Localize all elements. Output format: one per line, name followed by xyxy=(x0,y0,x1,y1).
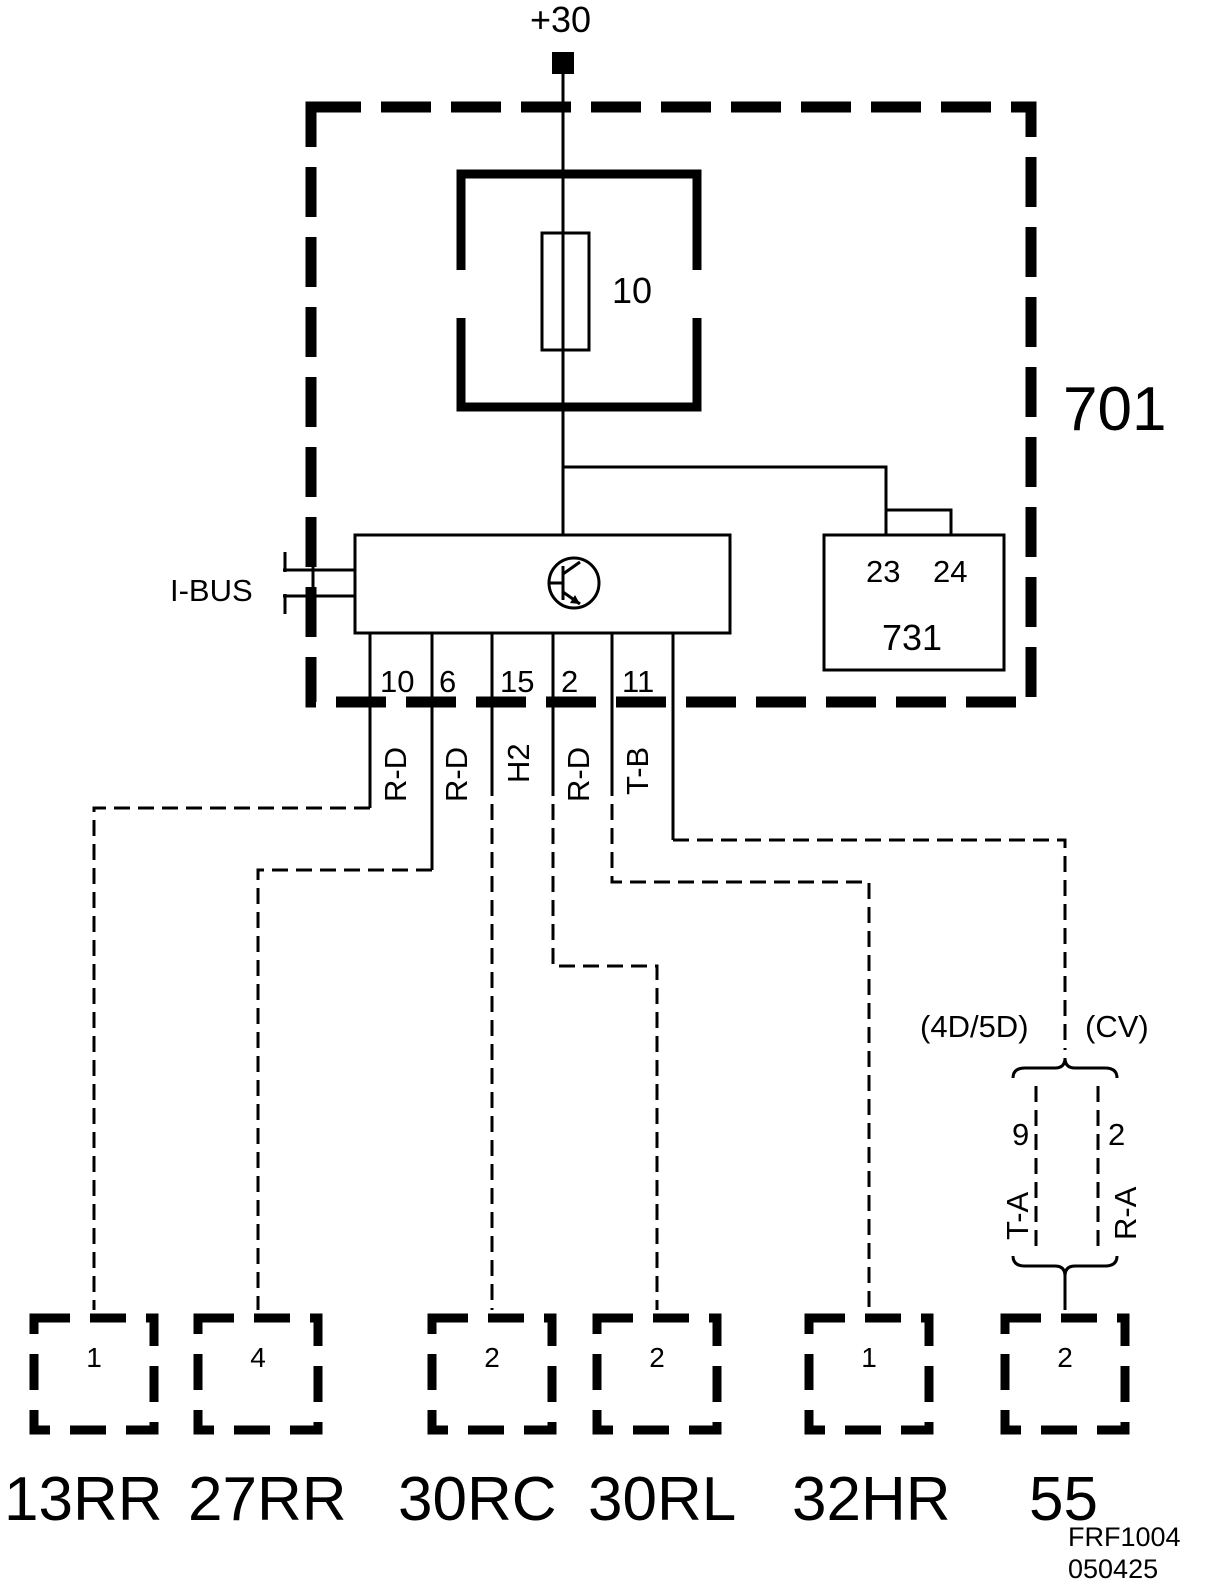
wire-to-32HR xyxy=(610,780,871,1310)
connector-32HR: 1 32HR xyxy=(792,1313,951,1534)
connector-name: 30RC xyxy=(398,1465,557,1534)
supply-label: +30 xyxy=(530,0,591,40)
module-pin-6: 6 xyxy=(439,664,456,699)
variant-wire-T-A: T-A xyxy=(1000,1191,1035,1240)
fuse-holder-bottom xyxy=(456,318,702,412)
supply-terminal xyxy=(552,52,574,74)
fuse-value: 10 xyxy=(612,270,652,311)
connector-pin: 2 xyxy=(1057,1342,1073,1373)
transistor-icon xyxy=(547,556,601,610)
branch-bridge-24 xyxy=(886,508,953,535)
branch-wire-731 xyxy=(563,465,888,535)
wire-to-27RR xyxy=(256,868,432,1310)
variant-pin-2: 2 xyxy=(1108,1117,1125,1152)
connector-13RR: 1 13RR xyxy=(4,1313,163,1534)
module-pin-11: 11 xyxy=(622,664,654,699)
module-label: 701 xyxy=(1063,375,1166,444)
reference-date: 050425 xyxy=(1068,1554,1158,1584)
module-pin-15: 15 xyxy=(500,664,534,699)
module-pin-10: 10 xyxy=(380,664,414,699)
wire-to-13RR xyxy=(92,806,370,1310)
variant-wire-R-A: R-A xyxy=(1108,1186,1143,1240)
connector-pin: 2 xyxy=(649,1342,665,1373)
pin-stubs xyxy=(368,633,675,870)
wire-color-pin11: T-B xyxy=(620,747,655,795)
connector-30RL: 2 30RL xyxy=(588,1313,736,1534)
connector-27RR: 4 27RR xyxy=(188,1313,347,1534)
connector-pin: 2 xyxy=(484,1342,500,1373)
fuse-symbol xyxy=(540,231,591,352)
control-unit xyxy=(353,533,732,635)
connector-name: 30RL xyxy=(588,1465,736,1534)
variant-brace-top xyxy=(1011,1057,1119,1079)
connector-pin: 1 xyxy=(861,1342,877,1373)
variant-label-right: (CV) xyxy=(1085,1009,1149,1044)
wire-to-30RL xyxy=(551,780,659,1310)
wire-to-55 xyxy=(673,838,1067,1050)
fuse-holder-top xyxy=(456,169,702,270)
variant-pin-9: 9 xyxy=(1012,1117,1029,1152)
bus-label: I-BUS xyxy=(170,573,253,608)
sub-pin-24: 24 xyxy=(933,554,967,589)
wire-color-pin10: R-D xyxy=(378,747,413,802)
connector-name: 13RR xyxy=(4,1465,163,1534)
wire-color-pin15: H2 xyxy=(501,743,536,783)
sub-pin-23: 23 xyxy=(866,554,900,589)
connector-55: 2 55 xyxy=(1000,1313,1130,1534)
module-701-outline xyxy=(305,101,1037,708)
connector-30RC: 2 30RC xyxy=(398,1313,557,1534)
connector-pin: 1 xyxy=(86,1342,102,1373)
reference-code: FRF1004 xyxy=(1068,1522,1181,1552)
connector-name: 55 xyxy=(1029,1465,1098,1534)
bus-connector xyxy=(283,552,355,614)
wire-color-pin6: R-D xyxy=(439,747,474,802)
variant-label-left: (4D/5D) xyxy=(920,1009,1029,1044)
sub-module-label: 731 xyxy=(882,617,942,658)
connector-name: 32HR xyxy=(792,1465,951,1534)
variant-brace-bottom xyxy=(1011,1255,1119,1277)
wire-color-pin2: R-D xyxy=(561,747,596,802)
connector-pin: 4 xyxy=(250,1342,266,1373)
sub-module-731 xyxy=(822,533,1006,672)
connector-name: 27RR xyxy=(188,1465,347,1534)
module-pin-2: 2 xyxy=(561,664,578,699)
